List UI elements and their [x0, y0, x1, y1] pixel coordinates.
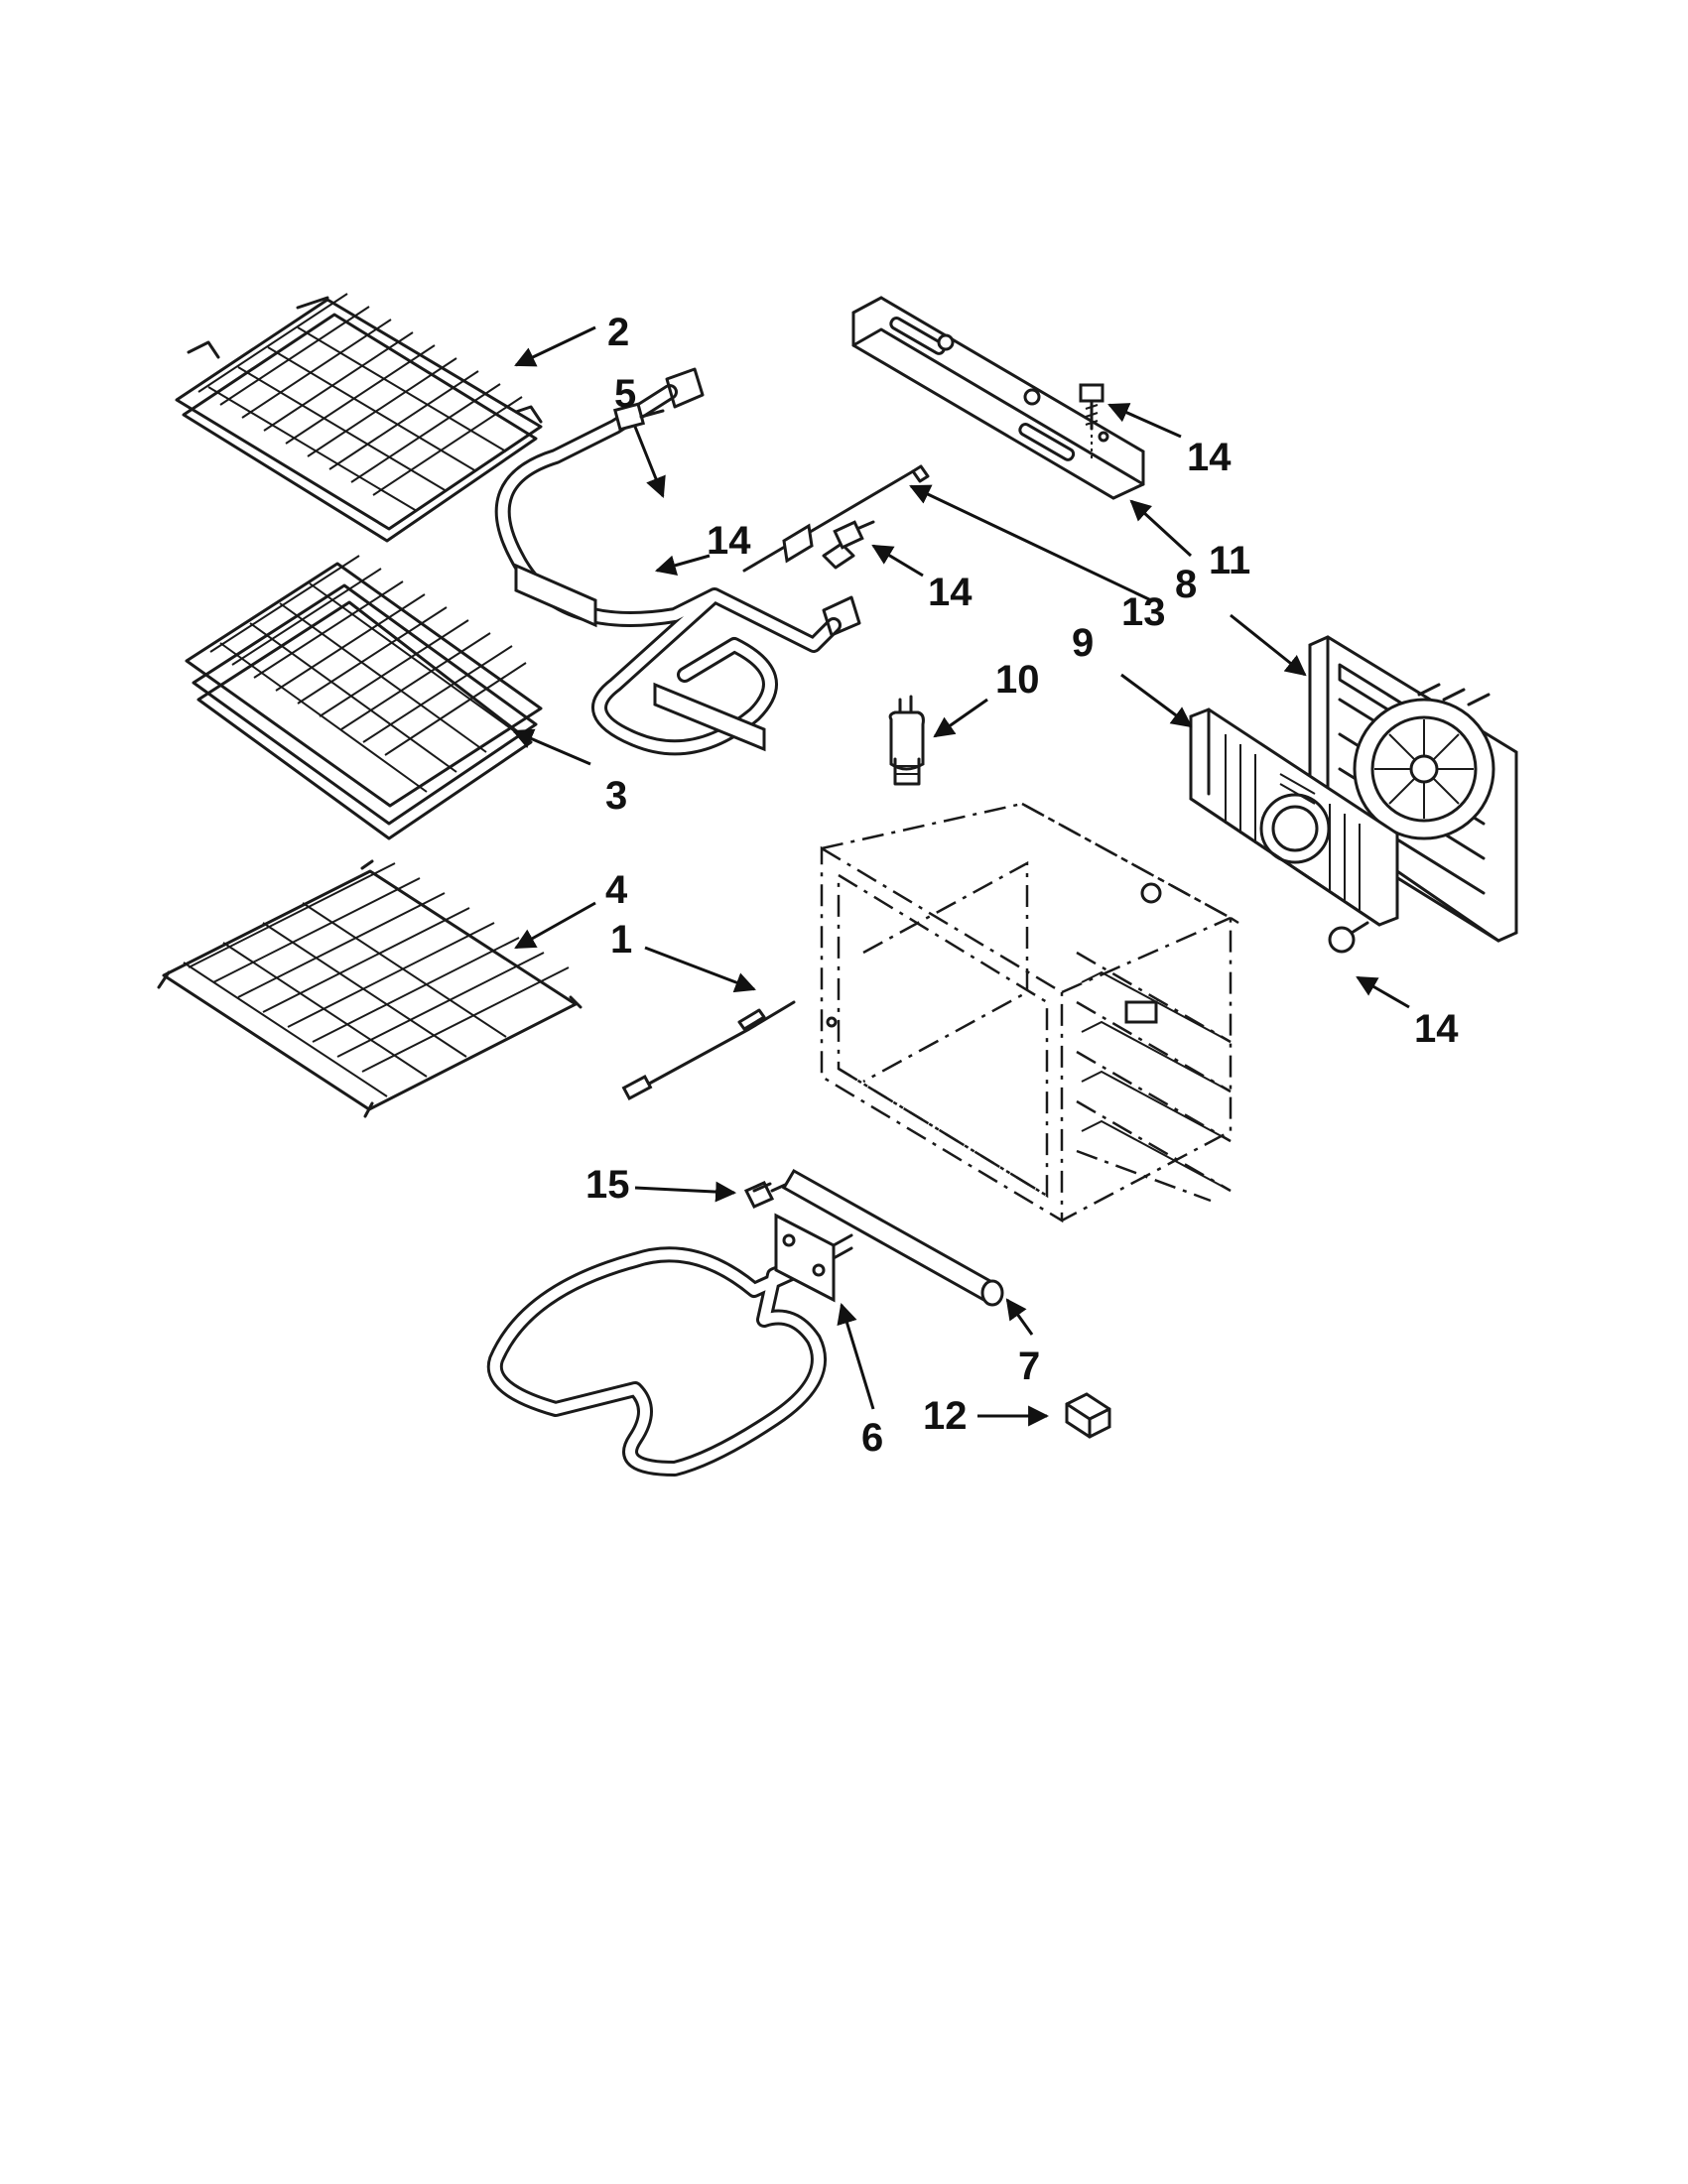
thermal-switch	[888, 695, 925, 786]
callout-4: 4	[605, 868, 628, 912]
oven-rack-flat	[157, 859, 583, 1118]
leader-2	[514, 325, 596, 367]
oven-sensor	[742, 464, 930, 573]
oven-rack-extension	[185, 555, 543, 840]
screw-sensor	[833, 520, 875, 550]
mounting-bracket	[851, 296, 1145, 500]
callout-3: 3	[605, 774, 627, 818]
mounting-clip	[1065, 1392, 1111, 1439]
leader-14b	[1107, 403, 1182, 439]
leader-15	[634, 1181, 737, 1203]
callout-14: 14	[1414, 1007, 1459, 1051]
bake-element	[486, 1213, 853, 1477]
callout-14: 14	[707, 519, 751, 563]
callout-13: 13	[1121, 590, 1166, 634]
screw-fan	[1328, 921, 1369, 954]
oven-rack-upper	[175, 293, 543, 543]
oven-cavity	[820, 802, 1239, 1223]
screw-bracket	[1079, 383, 1104, 458]
leader-8	[1230, 613, 1307, 677]
callout-11: 11	[1209, 539, 1250, 582]
leader-1	[644, 946, 756, 993]
leader-11	[1129, 499, 1193, 558]
screw-element	[612, 402, 665, 432]
fan-cover	[1189, 707, 1399, 927]
callout-6: 6	[861, 1416, 883, 1460]
callout-labels: 2 5 14 14 14 14 11 13 8 9 10 3 4 1 15 7 …	[585, 311, 1459, 1460]
callout-9: 9	[1072, 621, 1094, 665]
leader-10	[933, 698, 988, 738]
callout-5: 5	[614, 372, 636, 416]
callout-14: 14	[928, 571, 973, 614]
callout-12: 12	[923, 1394, 968, 1438]
convection-fan-assembly	[1308, 635, 1518, 943]
leader-14a	[654, 554, 711, 576]
leader-13	[909, 484, 1152, 602]
broil-element	[494, 367, 861, 756]
callout-15: 15	[585, 1163, 630, 1207]
leader-14d	[1356, 975, 1410, 1009]
leader-7	[1005, 1298, 1034, 1336]
element-tube	[781, 1168, 1004, 1307]
callout-7: 7	[1018, 1345, 1040, 1388]
callout-8: 8	[1175, 563, 1197, 606]
leader-14c	[871, 544, 924, 578]
leader-3	[512, 728, 591, 766]
leader-9	[1120, 673, 1193, 728]
temperature-sensor-cable	[621, 1000, 796, 1100]
callout-10: 10	[995, 658, 1040, 702]
callout-14: 14	[1187, 436, 1232, 479]
leader-lines	[512, 325, 1410, 1427]
callout-1: 1	[610, 918, 632, 962]
leader-4	[514, 901, 596, 950]
leader-6	[837, 1302, 875, 1410]
callout-2: 2	[607, 311, 629, 354]
leader-5	[633, 426, 666, 498]
